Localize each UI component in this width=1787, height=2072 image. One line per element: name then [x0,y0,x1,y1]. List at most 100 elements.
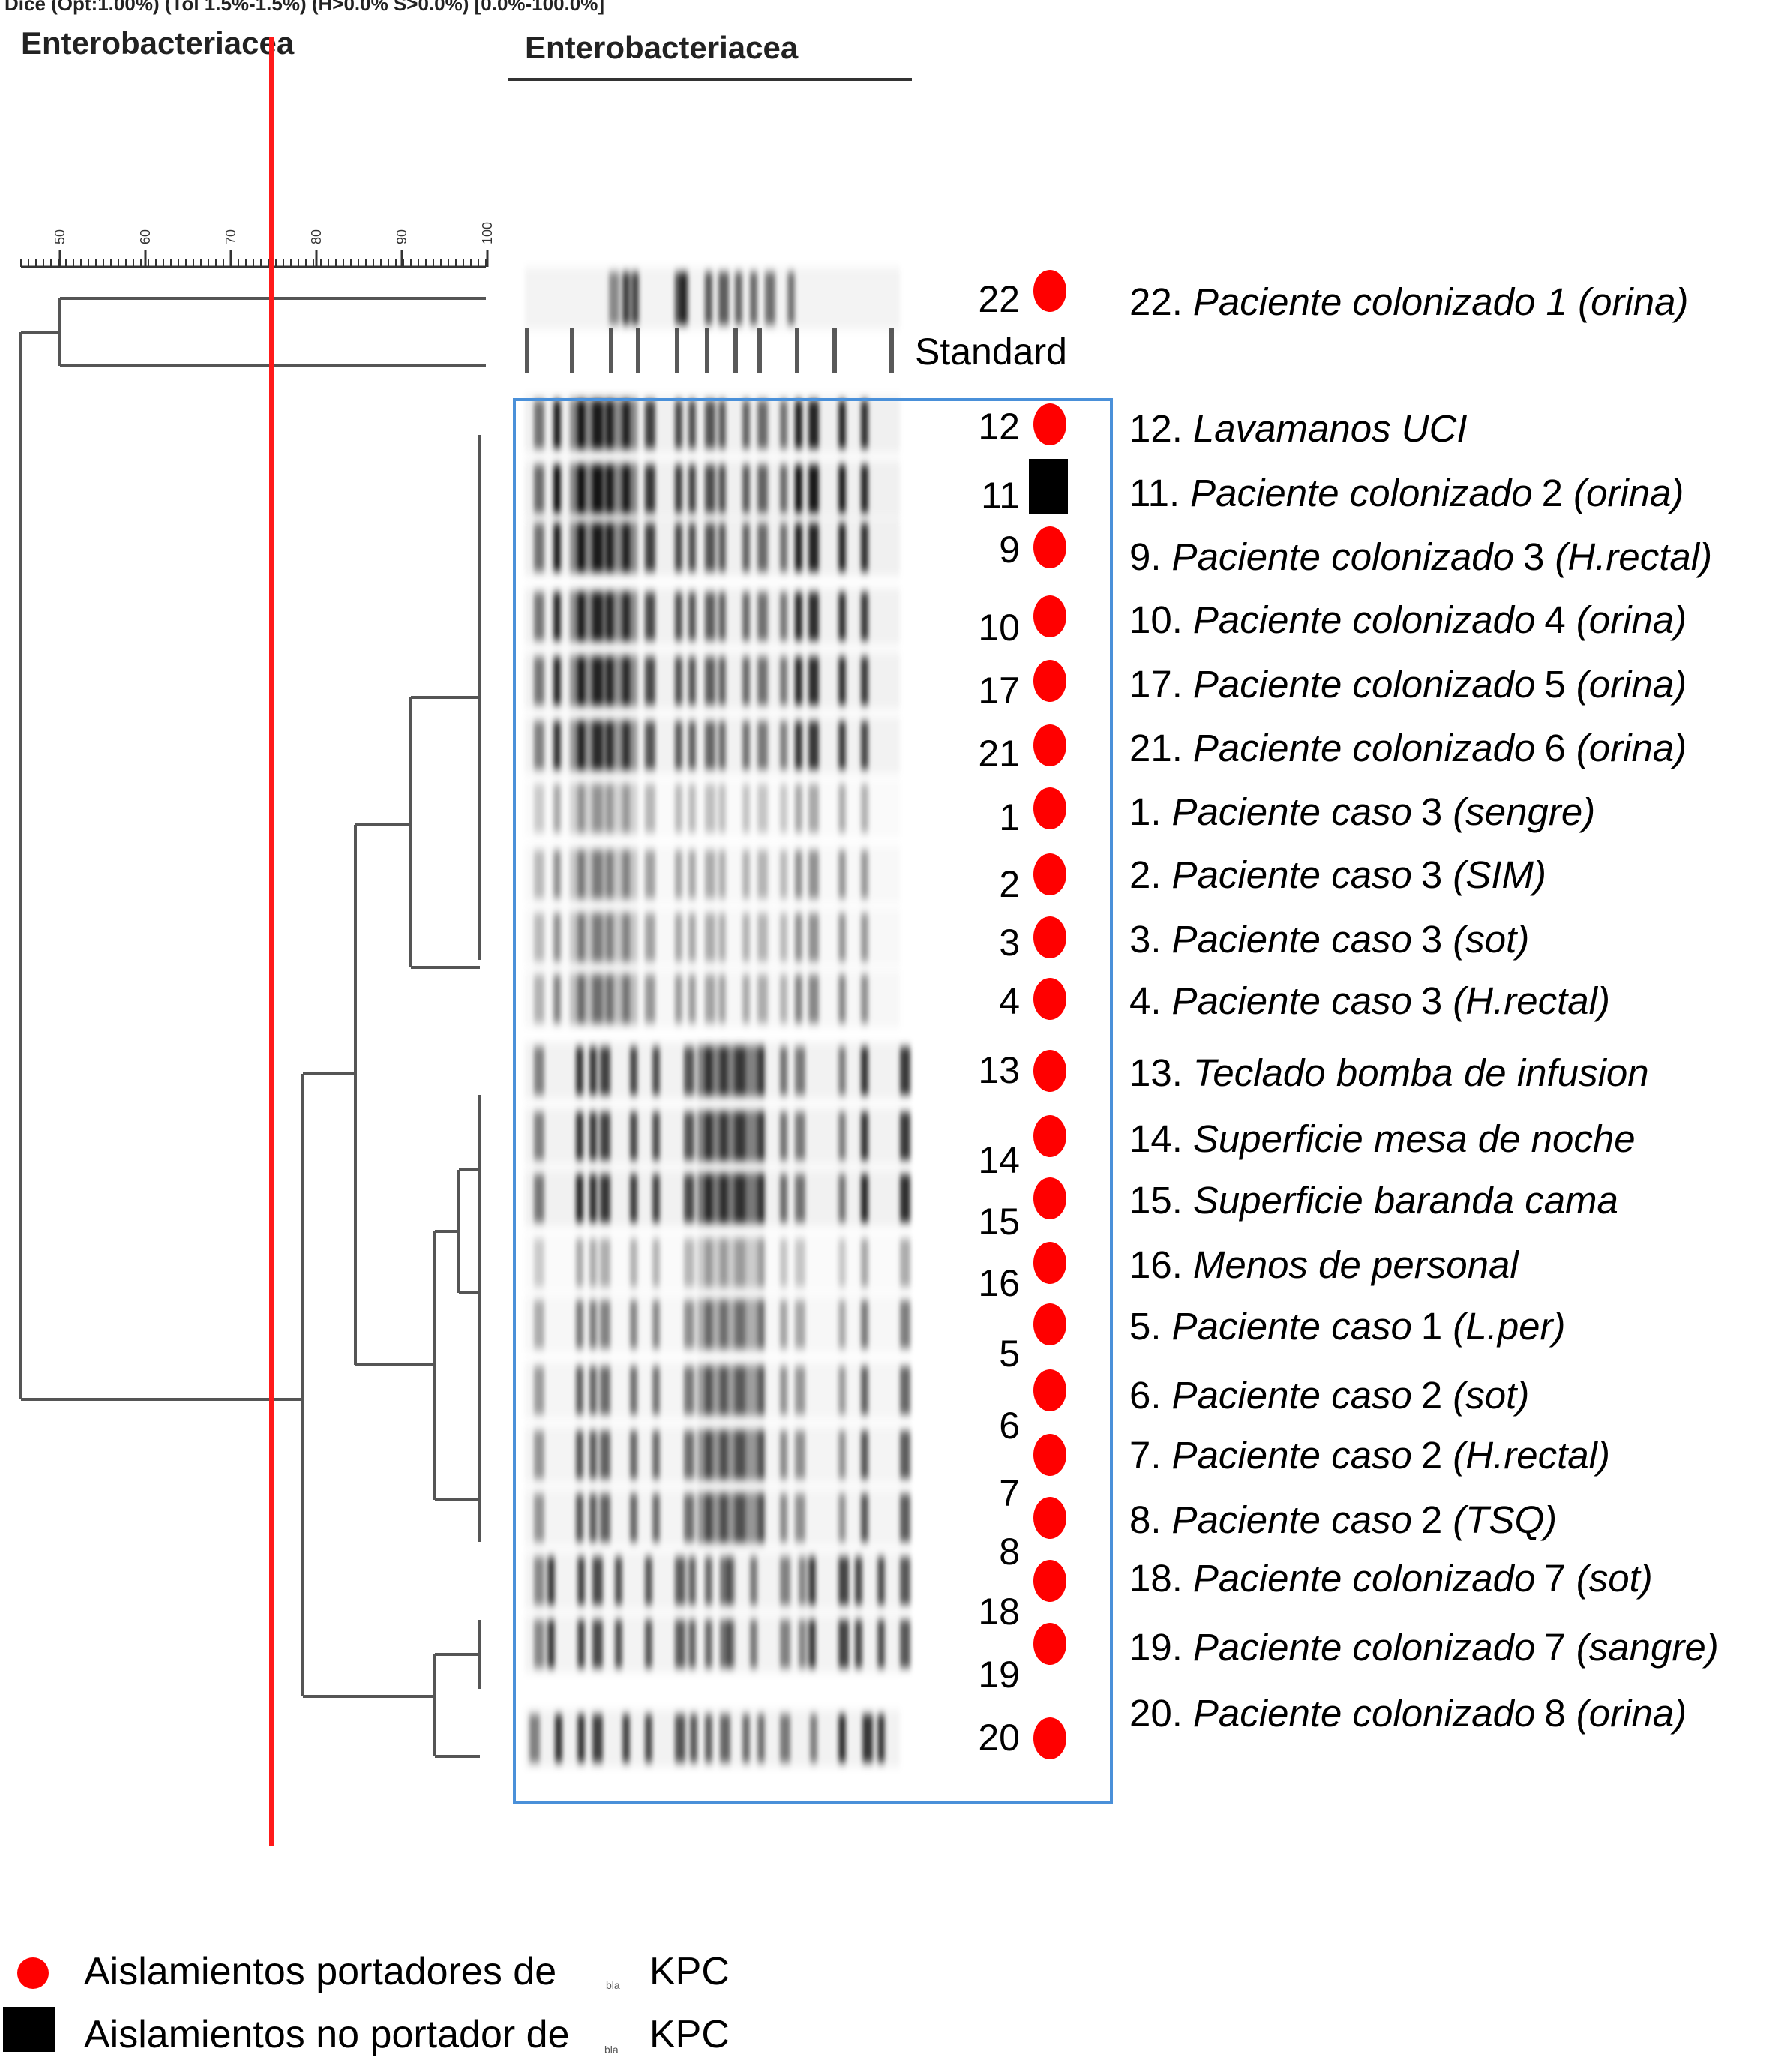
gel-band [780,1714,790,1762]
gel-band [757,523,768,571]
gel-band [705,400,715,448]
gel-band [838,1494,846,1542]
gel-band [718,465,726,513]
gel-band [705,850,715,898]
gel-band [684,1112,694,1160]
gel-band [720,1714,730,1762]
gel-band [838,913,846,961]
gel-band [645,850,655,898]
kpc-marker [1033,1434,1066,1476]
gel-lane [534,849,868,900]
kpc-marker [1033,1115,1066,1157]
lane-number: 4 [999,980,1020,1022]
legend-non-kpc-label: Aislamientos no portador de [84,2013,570,2056]
left-title: Enterobacteriacea [21,25,295,61]
gel-band [622,1714,630,1762]
ladder-band [757,328,762,373]
gel-band [838,721,846,769]
gel-band [547,1620,555,1668]
gel-band-smear [570,973,637,1024]
gel-band [652,1239,660,1287]
gel-band [799,1620,806,1668]
gel-band [795,784,802,832]
gel-band [861,657,868,705]
gel-band [675,657,682,705]
gel-band [861,784,868,832]
gel-band [735,272,742,325]
gel-band-smear [570,720,637,771]
gel-band [589,1366,597,1414]
lane-number: 8 [999,1531,1020,1573]
gel-band [675,1557,685,1605]
gel-band [757,465,768,513]
legend: Aislamientos portadores de bla KPC Aisla… [3,1950,730,2056]
lane-row: Standard [915,331,1067,373]
gel-band [675,1620,685,1668]
gel-band [757,975,768,1023]
legend-kpc-label: Aislamientos portadores de [84,1950,556,1993]
gel-band-smear [697,1492,765,1543]
ladder-band [570,328,574,373]
gel-band [757,1714,765,1762]
lane-number: 2 [999,863,1020,905]
gel-lane [525,652,900,709]
gel-band [592,1557,603,1605]
gel-band [900,1047,910,1095]
lane-number: 22 [978,278,1020,320]
gel-band [742,465,750,513]
gel-band [688,465,696,513]
gel-band [652,1494,660,1542]
kpc-marker [1033,1050,1066,1092]
gel-band [838,657,846,705]
gel-lane [525,1108,910,1165]
gel-band [705,657,715,705]
gel-band [688,1620,696,1668]
gel-band [861,1174,868,1222]
gel-band [684,1366,694,1414]
gel-band [553,721,561,769]
kpc-marker [1033,1177,1066,1219]
scale-tick-label: 80 [309,229,324,244]
gel-band [534,657,544,705]
gel-band [742,400,750,448]
gel-lane [525,1426,910,1483]
gel-band [900,1557,910,1605]
gel-band [600,1494,610,1542]
gel-band [609,272,619,325]
gel-band [718,272,729,325]
gel-band [529,1714,540,1762]
gel-band [534,1174,544,1222]
gel-band [780,657,787,705]
gel-band [757,400,768,448]
lane-number: 11 [981,475,1020,517]
gel-lane [534,912,868,963]
gel-band [718,975,726,1023]
gel-band [576,1431,583,1479]
gel-band [780,1620,790,1668]
gel-band [576,1366,583,1414]
gel-band [645,913,655,961]
gel-band [861,592,868,640]
cluster-box [513,398,1113,1804]
gel-band [757,784,768,832]
gel-band [838,1300,846,1348]
gel-band [684,1174,694,1222]
gel-band [705,913,715,961]
legend-kpc-gene: KPC [649,1950,730,1993]
gel-band [799,1557,806,1605]
gel-band [742,975,750,1023]
isolate-label: 22.Paciente colonizado 1 (orina) [1129,280,1688,323]
lane-number: 1 [999,796,1020,838]
standard-lane-label: Standard [915,331,1067,373]
gel-band-smear [697,1365,765,1416]
